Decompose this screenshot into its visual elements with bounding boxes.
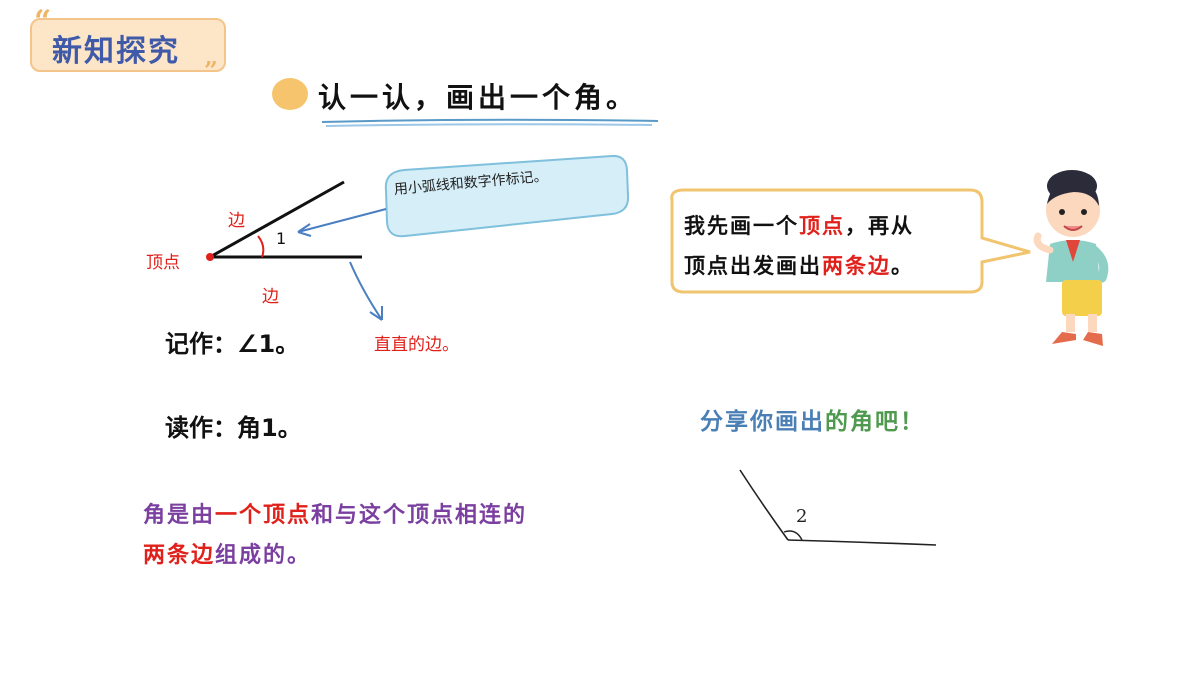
drawn-angle-arc: [783, 530, 803, 541]
speech-line2-prefix: 顶点出发画出: [684, 254, 822, 278]
share-prompt: 分享你画出的角吧！: [700, 402, 925, 436]
speech-bubble-text: 我先画一个顶点，再从 顶点出发画出两条边。: [684, 206, 914, 286]
def-part-3: 和与这个顶点相连的: [311, 503, 528, 528]
angle-number-label: 1: [276, 229, 287, 248]
quote-mark-right: ”: [204, 56, 218, 85]
drawn-angle-side-1: [739, 469, 789, 541]
speech-line-2: 顶点出发画出两条边。: [684, 246, 914, 286]
angle-side-top: [209, 180, 345, 259]
speech-line1-prefix: 我先画一个: [684, 214, 799, 238]
badge-title: 新知探究: [52, 34, 180, 69]
def-part-4: 两条边: [143, 543, 216, 568]
angle-arc-1: [257, 235, 265, 258]
vertex-label: 顶点: [146, 253, 180, 273]
def-part-5: 组成的。: [215, 543, 312, 568]
write-as-text: 记作：∠1。: [165, 330, 300, 358]
arrow-to-arc: [297, 208, 387, 233]
section-heading: 认一认，画出一个角。: [318, 81, 639, 114]
heading-underline-2: [325, 123, 653, 127]
speech-line1-highlight: 顶点: [799, 214, 845, 238]
angle-definition: 角是由一个顶点和与这个顶点相连的两条边组成的。: [143, 496, 643, 576]
boy-illustration: [1033, 170, 1109, 346]
side-bottom-label: 边: [262, 287, 279, 307]
side-top-label: 边: [228, 211, 245, 231]
heading-bullet: [272, 78, 308, 110]
arrow-to-side: [349, 261, 383, 321]
section-badge: [30, 18, 226, 72]
drawn-angle-side-2: [787, 539, 937, 546]
read-as-text: 读作：角1。: [165, 414, 302, 442]
straight-side-note: 直直的边。: [374, 335, 459, 355]
arrow-to-side-head: [369, 306, 383, 321]
share-part-1: 分享你画出: [700, 409, 825, 435]
def-part-1: 角是由: [143, 503, 216, 528]
heading-underline: [321, 118, 659, 123]
arrow-to-arc-head: [297, 223, 312, 237]
vertex-point: [206, 253, 214, 261]
def-part-2: 一个顶点: [215, 503, 312, 528]
speech-line1-suffix: ，再从: [845, 214, 914, 238]
drawn-angle-number: 2: [796, 506, 808, 527]
callout-bubble-shape: [384, 154, 630, 238]
quote-mark-left: “: [34, 4, 52, 39]
speech-line2-highlight: 两条边: [822, 254, 891, 278]
speech-line-1: 我先画一个顶点，再从: [684, 206, 914, 246]
speech-bubble-shape: [670, 188, 1031, 294]
share-part-2: 的角吧！: [825, 409, 925, 435]
speech-line2-suffix: 。: [891, 254, 914, 278]
